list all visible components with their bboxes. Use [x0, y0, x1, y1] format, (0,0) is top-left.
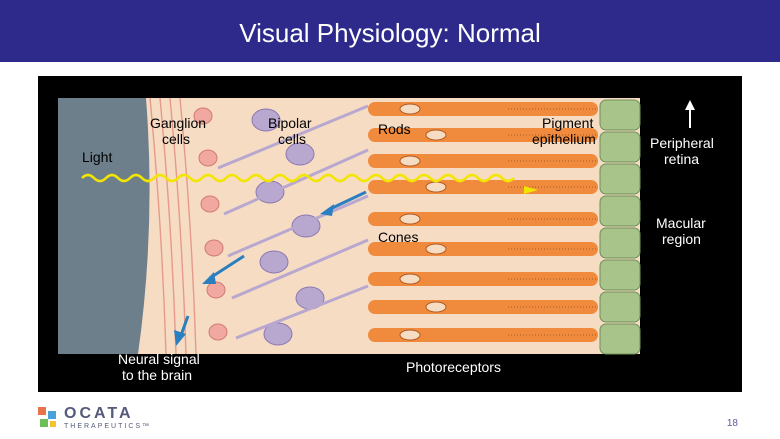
bipolar-axons	[217, 104, 369, 340]
company-logo: OCATA THERAPEUTICS™	[36, 405, 196, 435]
light-ray	[81, 173, 515, 183]
label-bipolar-1: Bipolar	[268, 115, 312, 131]
photoreceptor-nuclei	[399, 103, 447, 341]
label-neural-1: Neural signal	[118, 351, 200, 367]
retina-diagram: Ganglion cells Bipolar cells Rods Pigmen…	[38, 76, 742, 392]
ganglion-cells	[193, 107, 228, 341]
label-peripheral-1: Peripheral	[650, 135, 714, 151]
label-peripheral-2: retina	[664, 151, 699, 167]
retina-illustration: Ganglion cells Bipolar cells Rods Pigmen…	[58, 97, 714, 383]
peripheral-arrow	[685, 100, 695, 128]
title-bar	[0, 0, 780, 62]
label-bipolar-2: cells	[278, 131, 306, 147]
label-cones: Cones	[378, 229, 418, 245]
label-pigment-1: Pigment	[542, 115, 593, 131]
label-macular-2: region	[662, 231, 701, 247]
label-photoreceptors: Photoreceptors	[406, 359, 501, 375]
slide-title: Visual Physiology: Normal	[239, 18, 541, 48]
label-light: Light	[82, 149, 112, 165]
pigment-epithelium-cells	[599, 99, 641, 355]
light-arrowhead	[524, 186, 538, 194]
neural-signal-arrowheads	[174, 204, 334, 346]
label-pigment-2: epithelium	[532, 131, 596, 147]
logo-mark-icon	[38, 407, 56, 427]
photoreceptor-cells	[368, 102, 598, 342]
label-neural-2: to the brain	[122, 367, 192, 383]
label-macular-1: Macular	[656, 215, 706, 231]
label-rods: Rods	[378, 121, 411, 137]
label-ganglion-1: Ganglion	[150, 115, 206, 131]
page-number: 18	[726, 418, 738, 429]
vitreous-region	[58, 98, 150, 354]
logo-subtitle: THERAPEUTICS™	[64, 423, 152, 430]
logo-wordmark: OCATA	[64, 405, 134, 422]
label-ganglion-2: cells	[162, 131, 190, 147]
